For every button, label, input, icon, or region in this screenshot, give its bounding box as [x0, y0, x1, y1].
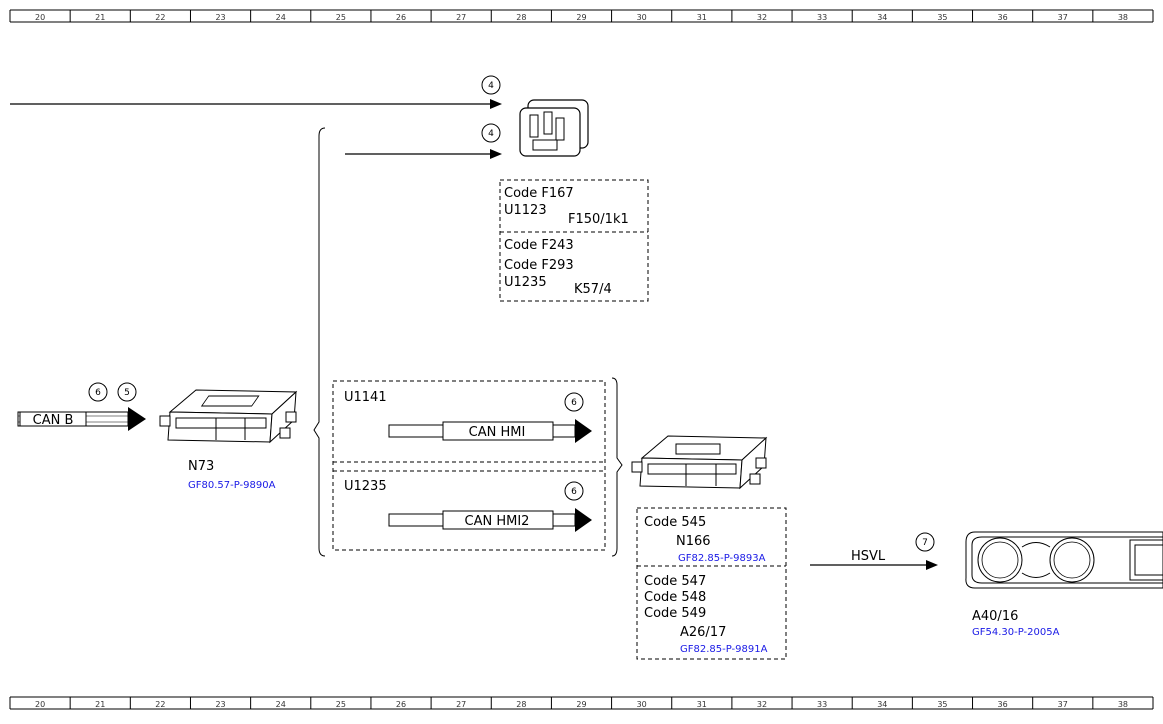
control-module-n73-icon — [159, 389, 298, 444]
ruler-column-label: 21 — [95, 700, 105, 709]
ruler-column-label: 32 — [757, 700, 767, 709]
relay-ref-f150: F150/1k1 — [568, 212, 629, 227]
head-unit-code-box: Code 545 N166 GF82.85-P-9893A Code 547 C… — [636, 507, 787, 660]
relay-code-f293: Code F293 — [504, 258, 574, 273]
ruler-column-label: 31 — [697, 13, 707, 22]
hu-name-n166: N166 — [676, 534, 711, 549]
ruler-column-label: 26 — [396, 13, 406, 22]
bubble-5-canb: 5 — [117, 382, 137, 402]
hsvl-line: HSVL — [810, 549, 938, 570]
hu-code-548: Code 548 — [644, 590, 706, 605]
cluster-doc-link[interactable]: GF54.30-P-2005A — [972, 627, 1060, 638]
ruler-column-label: 37 — [1058, 13, 1068, 22]
group-brace-right — [611, 377, 623, 557]
ruler-column-label: 38 — [1118, 13, 1128, 22]
ruler-column-label: 33 — [817, 700, 827, 709]
ruler-column-label: 24 — [276, 700, 286, 709]
ruler-column-label: 33 — [817, 13, 827, 22]
ruler-column-label: 35 — [937, 13, 947, 22]
ruler-column-label: 29 — [576, 13, 586, 22]
hu-code-549: Code 549 — [644, 606, 706, 621]
ruler-top: 20 21 22 23 24 25 26 27 28 29 30 31 32 33 34 35 36 37 38 — [9, 9, 1154, 23]
relay-code-f167: Code F167 — [504, 186, 574, 201]
ruler-column-label: 34 — [877, 13, 887, 22]
hmi-code-u1141: U1141 — [344, 390, 387, 405]
relay-code-u1235: U1235 — [504, 275, 547, 290]
svg-text:7: 7 — [922, 538, 928, 548]
hu-code-547: Code 547 — [644, 574, 706, 589]
relay-icon — [519, 99, 589, 157]
instrument-cluster-icon — [965, 531, 1163, 589]
ruler-column-label: 36 — [998, 700, 1008, 709]
ruler-column-label: 25 — [336, 13, 346, 22]
can-b-label: CAN B — [33, 413, 74, 428]
svg-text:6: 6 — [571, 398, 577, 408]
bubble-4-mid: 4 — [481, 123, 501, 143]
n73-name: N73 — [188, 459, 214, 474]
ruler-column-label: 31 — [697, 700, 707, 709]
ruler-column-label: 20 — [35, 13, 45, 22]
ruler-column-label: 28 — [516, 700, 526, 709]
can-hmi-bus: CAN HMI — [388, 419, 592, 443]
ruler-column-label: 38 — [1118, 700, 1128, 709]
hu-code-545: Code 545 — [644, 515, 706, 530]
svg-text:4: 4 — [488, 129, 494, 139]
ruler-column-label: 25 — [336, 700, 346, 709]
n73-doc-link[interactable]: GF80.57-P-9890A — [188, 480, 276, 491]
ruler-column-label: 23 — [215, 13, 225, 22]
ruler-column-label: 29 — [576, 700, 586, 709]
hu-name-a26-17: A26/17 — [680, 625, 726, 640]
ruler-column-label: 37 — [1058, 700, 1068, 709]
ruler-column-label: 30 — [637, 13, 647, 22]
ruler-column-label: 22 — [155, 13, 165, 22]
can-hmi-label: CAN HMI — [469, 425, 526, 440]
ruler-column-label: 35 — [937, 700, 947, 709]
ruler-column-label: 27 — [456, 13, 466, 22]
bubble-6-hmi2: 6 — [564, 481, 584, 501]
svg-text:6: 6 — [95, 388, 101, 398]
ruler-column-label: 32 — [757, 13, 767, 22]
can-b-bus: CAN B — [17, 407, 146, 431]
ruler-column-label: 36 — [998, 13, 1008, 22]
signal-line-top — [10, 99, 502, 109]
bubble-6-canb: 6 — [88, 382, 108, 402]
ruler-column-label: 27 — [456, 700, 466, 709]
bubble-6-hmi: 6 — [564, 392, 584, 412]
can-hmi2-label: CAN HMI2 — [465, 514, 530, 529]
hmi-group-box: U1141 U1235 — [332, 380, 606, 551]
svg-text:5: 5 — [124, 388, 130, 398]
hu-doc-n166-link[interactable]: GF82.85-P-9893A — [678, 553, 766, 564]
group-brace-left — [313, 127, 326, 557]
relay-code-box: Code F167 U1123 F150/1k1 Code F243 Code … — [499, 179, 649, 302]
ruler-column-label: 34 — [877, 700, 887, 709]
relay-code-f243: Code F243 — [504, 238, 574, 253]
ruler-column-label: 30 — [637, 700, 647, 709]
ruler-column-label: 21 — [95, 13, 105, 22]
head-unit-module-icon — [631, 435, 768, 490]
ruler-bottom: 20 21 22 23 24 25 26 27 28 29 30 31 32 33 34 35 36 37 38 — [9, 696, 1154, 710]
hmi-code-u1235: U1235 — [344, 479, 387, 494]
svg-text:6: 6 — [571, 487, 577, 497]
ruler-column-label: 23 — [215, 700, 225, 709]
bubble-4-top: 4 — [481, 75, 501, 95]
ruler-column-label: 20 — [35, 700, 45, 709]
hsvl-label: HSVL — [851, 549, 886, 564]
bubble-7-hsvl: 7 — [915, 532, 935, 552]
svg-text:4: 4 — [488, 81, 494, 91]
cluster-name: A40/16 — [972, 609, 1018, 624]
ruler-column-label: 28 — [516, 13, 526, 22]
ruler-column-label: 26 — [396, 700, 406, 709]
ruler-column-label: 24 — [276, 13, 286, 22]
ruler-column-label: 22 — [155, 700, 165, 709]
can-hmi2-bus: CAN HMI2 — [388, 508, 592, 532]
signal-line-mid — [345, 149, 502, 159]
relay-code-u1123: U1123 — [504, 203, 547, 218]
hu-doc-a26-link[interactable]: GF82.85-P-9891A — [680, 644, 768, 655]
relay-ref-k57: K57/4 — [574, 282, 612, 297]
